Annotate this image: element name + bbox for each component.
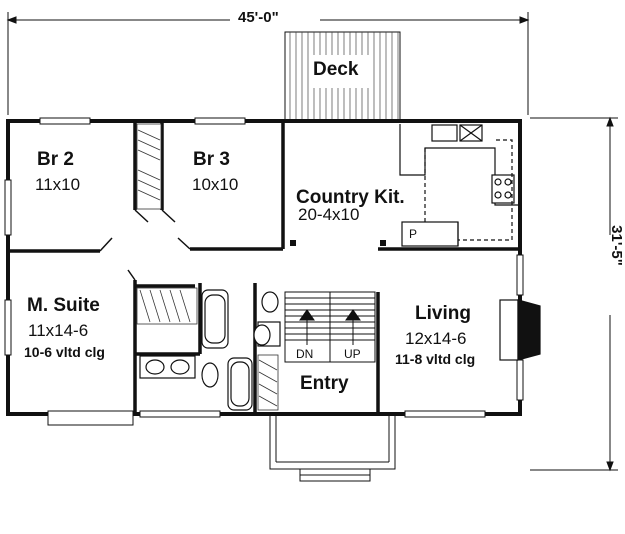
posts	[290, 240, 386, 246]
br3-name: Br 3	[193, 149, 230, 170]
stair-down-label: DN	[296, 347, 314, 361]
overall-width-label: 45'-0"	[238, 9, 279, 26]
br3-size: 10x10	[192, 175, 239, 194]
front-stoop	[269, 413, 396, 482]
depth-dimension	[530, 116, 618, 472]
kitchen-counters	[399, 124, 518, 247]
entry-name: Entry	[300, 373, 349, 394]
living-name: Living	[415, 303, 471, 324]
fireplace	[499, 299, 541, 361]
kitchen-size: 20-4x10	[298, 205, 360, 224]
suite-ceiling-note: 10-6 vltd clg	[24, 344, 105, 360]
living-size: 12x14-6	[405, 329, 467, 348]
deck-label: Deck	[313, 59, 359, 80]
br2-name: Br 2	[37, 149, 74, 170]
bath-fixtures	[139, 289, 281, 411]
width-dimension	[6, 12, 530, 115]
interior-walls	[10, 121, 518, 412]
doors	[99, 209, 191, 281]
deck	[284, 31, 401, 121]
pantry-label: P	[409, 227, 418, 241]
windows	[4, 117, 524, 426]
stair-up-label: UP	[344, 347, 361, 361]
overall-depth-label: 31'-5"	[607, 225, 625, 266]
suite-size: 11x14-6	[28, 321, 89, 340]
br2-size: 11x10	[35, 175, 81, 194]
living-ceiling-note: 11-8 vltd clg	[395, 351, 476, 367]
closets	[136, 123, 279, 411]
kitchen-name: Country Kit.	[296, 187, 405, 208]
suite-name: M. Suite	[27, 295, 100, 316]
stairs	[284, 291, 376, 363]
